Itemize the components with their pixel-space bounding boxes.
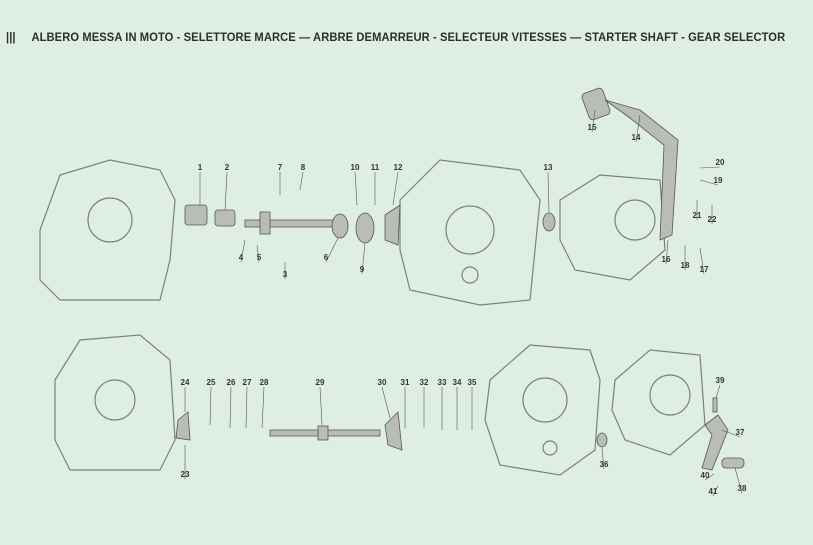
- part-selector-24: [175, 411, 191, 441]
- page-header: ||| ALBERO MESSA IN MOTO - SELETTORE MAR…: [6, 30, 785, 44]
- part-seal-36: [596, 432, 608, 448]
- leader-line: [712, 485, 719, 497]
- callout-31: 31: [401, 378, 410, 387]
- callout-34: 34: [453, 378, 462, 387]
- leader-line: [721, 429, 741, 438]
- callout-33: 33: [438, 378, 447, 387]
- callout-29: 29: [316, 378, 325, 387]
- part-ring: [331, 213, 349, 239]
- leader-line: [699, 179, 719, 186]
- callout-21: 21: [693, 211, 702, 220]
- callout-22: 22: [708, 215, 717, 224]
- callout-16: 16: [662, 255, 671, 264]
- callout-24: 24: [181, 378, 190, 387]
- side-cover-top: [559, 174, 666, 281]
- callout-6: 6: [324, 253, 329, 262]
- part-shaft-gear: [259, 211, 271, 235]
- leader-line: [699, 166, 721, 169]
- part-starter-shaft: [244, 219, 336, 228]
- leader-line: [392, 171, 399, 206]
- leader-line: [665, 239, 669, 265]
- leader-line: [547, 171, 550, 213]
- callout-28: 28: [260, 378, 269, 387]
- callout-8: 8: [301, 163, 306, 172]
- callout-25: 25: [207, 378, 216, 387]
- callout-7: 7: [278, 163, 283, 172]
- part-kick-rubber: [581, 87, 611, 121]
- part-sleeve: [214, 209, 236, 227]
- callout-12: 12: [394, 163, 403, 172]
- part-seal-13: [542, 212, 556, 232]
- leader-line: [715, 384, 721, 399]
- part-shaft-collar: [317, 425, 329, 441]
- callout-40: 40: [701, 471, 710, 480]
- callout-9: 9: [360, 265, 365, 274]
- leader-line: [245, 386, 248, 429]
- callout-23: 23: [181, 470, 190, 479]
- part-plate-12: [384, 204, 401, 246]
- callout-14: 14: [632, 133, 641, 142]
- callout-17: 17: [700, 265, 709, 274]
- leader-line: [299, 171, 304, 191]
- callout-11: 11: [371, 163, 380, 172]
- section-number: |||: [6, 30, 16, 44]
- callout-27: 27: [243, 378, 252, 387]
- callout-38: 38: [738, 484, 747, 493]
- part-kick-lever: [604, 99, 679, 241]
- callout-39: 39: [716, 376, 725, 385]
- leader-line: [361, 242, 366, 275]
- leader-line: [325, 237, 339, 263]
- callout-20: 20: [716, 158, 725, 167]
- leader-line: [354, 171, 358, 206]
- leader-line: [704, 473, 715, 481]
- leader-line: [240, 239, 246, 263]
- leader-line: [381, 386, 391, 419]
- part-bushing: [184, 204, 208, 226]
- leader-line: [635, 114, 641, 143]
- parts: [175, 87, 745, 471]
- leader-line: [319, 386, 323, 426]
- part-gear-lever: [701, 414, 729, 471]
- callout-30: 30: [378, 378, 387, 387]
- callout-13: 13: [544, 163, 553, 172]
- page-title: ALBERO MESSA IN MOTO - SELETTORE MARCE —…: [31, 30, 786, 44]
- leader-line: [591, 109, 596, 133]
- engine-casings: [39, 159, 706, 476]
- leader-line: [224, 171, 228, 211]
- leader-line: [256, 244, 260, 263]
- callout-10: 10: [351, 163, 360, 172]
- crankcase-left-bottom: [54, 334, 176, 471]
- part-screw-39: [712, 397, 718, 413]
- callout-37: 37: [736, 428, 745, 437]
- leader-line: [601, 447, 605, 470]
- callout-4: 4: [239, 253, 244, 262]
- side-cover-bottom: [611, 349, 706, 456]
- leader-line: [734, 467, 743, 494]
- callout-35: 35: [468, 378, 477, 387]
- leader-line: [261, 386, 265, 429]
- leader-line: [209, 386, 212, 426]
- callout-26: 26: [227, 378, 236, 387]
- callout-41: 41: [709, 487, 718, 496]
- callout-5: 5: [257, 253, 262, 262]
- callout-15: 15: [588, 123, 597, 132]
- crankcase-middle-top: [399, 159, 541, 306]
- callout-19: 19: [714, 176, 723, 185]
- callout-1: 1: [198, 163, 203, 172]
- crankcase-middle-bottom: [484, 344, 601, 476]
- leader-line: [699, 247, 705, 275]
- casing-bore: [87, 197, 133, 243]
- callout-2: 2: [225, 163, 230, 172]
- leader-line: [229, 386, 232, 429]
- callout-18: 18: [681, 261, 690, 270]
- crankcase-left-top: [39, 159, 176, 301]
- part-selector-plate: [384, 411, 403, 451]
- callout-3: 3: [283, 270, 288, 279]
- part-lever-rubber: [721, 457, 745, 469]
- callout-36: 36: [600, 460, 609, 469]
- callout-32: 32: [420, 378, 429, 387]
- part-gear-9: [355, 212, 375, 244]
